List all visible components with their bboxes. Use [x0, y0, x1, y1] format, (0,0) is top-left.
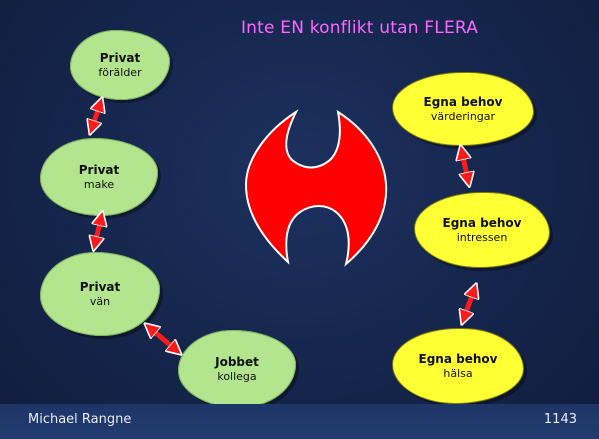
role-heading: Privat [99, 50, 141, 65]
footer-bar [0, 404, 599, 439]
role-sub: vän [89, 294, 111, 308]
double-headed-arrow-icon [92, 104, 100, 128]
needs-heading: Egna behov [442, 215, 522, 230]
needs-sub: intressen [456, 230, 508, 244]
double-headed-arrow-icon [462, 152, 468, 180]
role-blob-parent: Privat förälder [70, 30, 170, 100]
conflict-shape [244, 109, 388, 267]
footer-author: Michael Rangne [28, 412, 132, 427]
role-heading: Privat [78, 162, 120, 177]
role-sub: make [83, 177, 115, 191]
needs-heading: Egna behov [423, 94, 503, 109]
needs-sub: värderingar [430, 109, 496, 123]
needs-blob-health: Egna behov hälsa [392, 328, 524, 404]
role-blob-friend: Privat vän [40, 252, 160, 336]
role-heading: Jobbet [215, 354, 259, 369]
slide-title: Inte EN konflikt utan FLERA [240, 18, 479, 38]
needs-heading: Egna behov [418, 351, 498, 366]
role-sub: kollega [217, 369, 257, 383]
double-headed-arrow-icon [150, 328, 176, 350]
needs-sub: hälsa [443, 366, 473, 380]
work-blob-colleague: Jobbet kollega [178, 330, 296, 408]
needs-blob-values: Egna behov värderingar [392, 72, 534, 146]
role-blob-spouse: Privat make [40, 138, 158, 216]
footer-page-number: 1143 [543, 412, 577, 427]
role-heading: Privat [79, 279, 121, 294]
double-headed-arrow-icon [464, 290, 474, 318]
role-sub: förälder [98, 65, 142, 79]
double-headed-arrow-icon [95, 218, 101, 244]
needs-blob-interests: Egna behov intressen [414, 192, 550, 268]
